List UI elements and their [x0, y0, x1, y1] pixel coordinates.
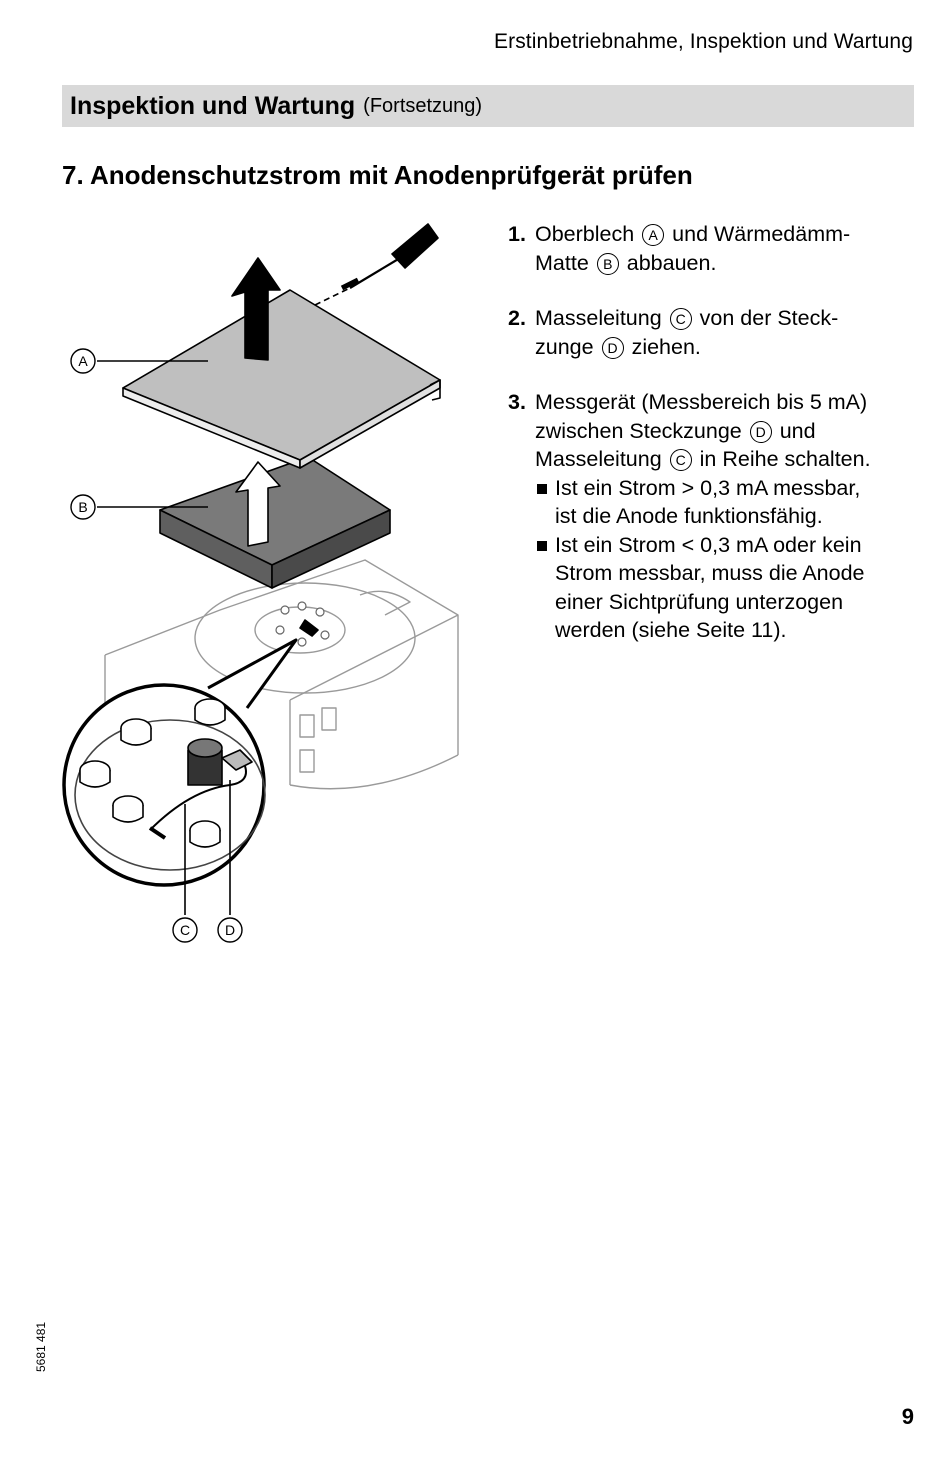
step-text: und Wärmedämm- — [672, 222, 851, 246]
step-item: 3. Messgerät (Messbereich bis 5 mA) zwis… — [508, 388, 928, 645]
bullet-square-icon — [537, 483, 547, 494]
bullet-item: Ist ein Strom > 0,3 mA messbar, ist die … — [535, 474, 928, 531]
bullet-text: werden (siehe Seite 11). — [555, 618, 787, 642]
step-text: Oberblech — [535, 222, 635, 246]
instructions: 1. Oberblech A und Wärmedämm- Matte B ab… — [508, 220, 928, 672]
step-text: abbauen. — [626, 250, 717, 275]
page-number: 9 — [901, 1404, 914, 1429]
step-text: ziehen. — [631, 334, 701, 359]
step-text: zunge — [535, 334, 594, 359]
step-number: 1. — [508, 222, 526, 246]
ref-circle: A — [642, 224, 665, 246]
step-text: Matte — [535, 250, 589, 275]
document-number: 5681 481 — [34, 1321, 48, 1372]
step-title: 7. Anodenschutzstrom mit Anodenprüfgerät… — [62, 160, 693, 190]
section-header-bar: Inspektion und Wartung (Fortsetzung) — [62, 85, 914, 127]
step-item: 1. Oberblech A und Wärmedämm- Matte B ab… — [508, 220, 928, 277]
ref-circle: D — [601, 336, 624, 359]
step-text: Masseleitung — [535, 447, 662, 471]
step-list: 1. Oberblech A und Wärmedämm- Matte B ab… — [508, 220, 928, 645]
bullet-square-icon — [537, 540, 547, 551]
bullet-text: ist die Anode funktionsfähig. — [555, 504, 823, 528]
step-text: und — [779, 418, 816, 443]
ref-circle: B — [596, 252, 619, 275]
bullet-text: Ist ein Strom < 0,3 mA oder kein — [555, 532, 862, 557]
bullet-item: Ist ein Strom < 0,3 mA oder kein Strom m… — [535, 531, 928, 645]
bullet-list: Ist ein Strom > 0,3 mA messbar, ist die … — [535, 474, 928, 645]
ref-circle: C — [669, 308, 692, 330]
label-c: C — [180, 922, 190, 938]
section-title: Inspektion und Wartung — [70, 91, 356, 120]
step-number: 3. — [508, 390, 526, 414]
bullet-text: Strom messbar, muss die Anode — [555, 561, 865, 585]
ref-circle: C — [669, 449, 692, 471]
step-number: 2. — [508, 306, 526, 330]
step-text: Masseleitung — [535, 306, 662, 330]
label-a: A — [78, 353, 88, 369]
label-d: D — [225, 922, 235, 938]
step-text: zwischen Steckzunge — [535, 418, 742, 443]
bullet-text: einer Sichtprüfung unterzogen — [555, 589, 844, 614]
step-text: in Reihe schalten. — [699, 447, 871, 471]
step-item: 2. Masseleitung C von der Steck- zunge D… — [508, 304, 928, 361]
anode-illustration: A B C D — [62, 223, 459, 943]
label-b: B — [78, 499, 87, 515]
step-text: von der Steck- — [699, 306, 839, 330]
step-text: Messgerät (Messbereich bis 5 mA) — [535, 390, 868, 414]
section-subtitle: (Fortsetzung) — [363, 94, 483, 117]
ref-circle: D — [749, 420, 772, 443]
running-header: Erstinbetriebnahme, Inspektion und Wartu… — [494, 30, 913, 53]
bullet-text: Ist ein Strom > 0,3 mA messbar, — [555, 475, 861, 500]
